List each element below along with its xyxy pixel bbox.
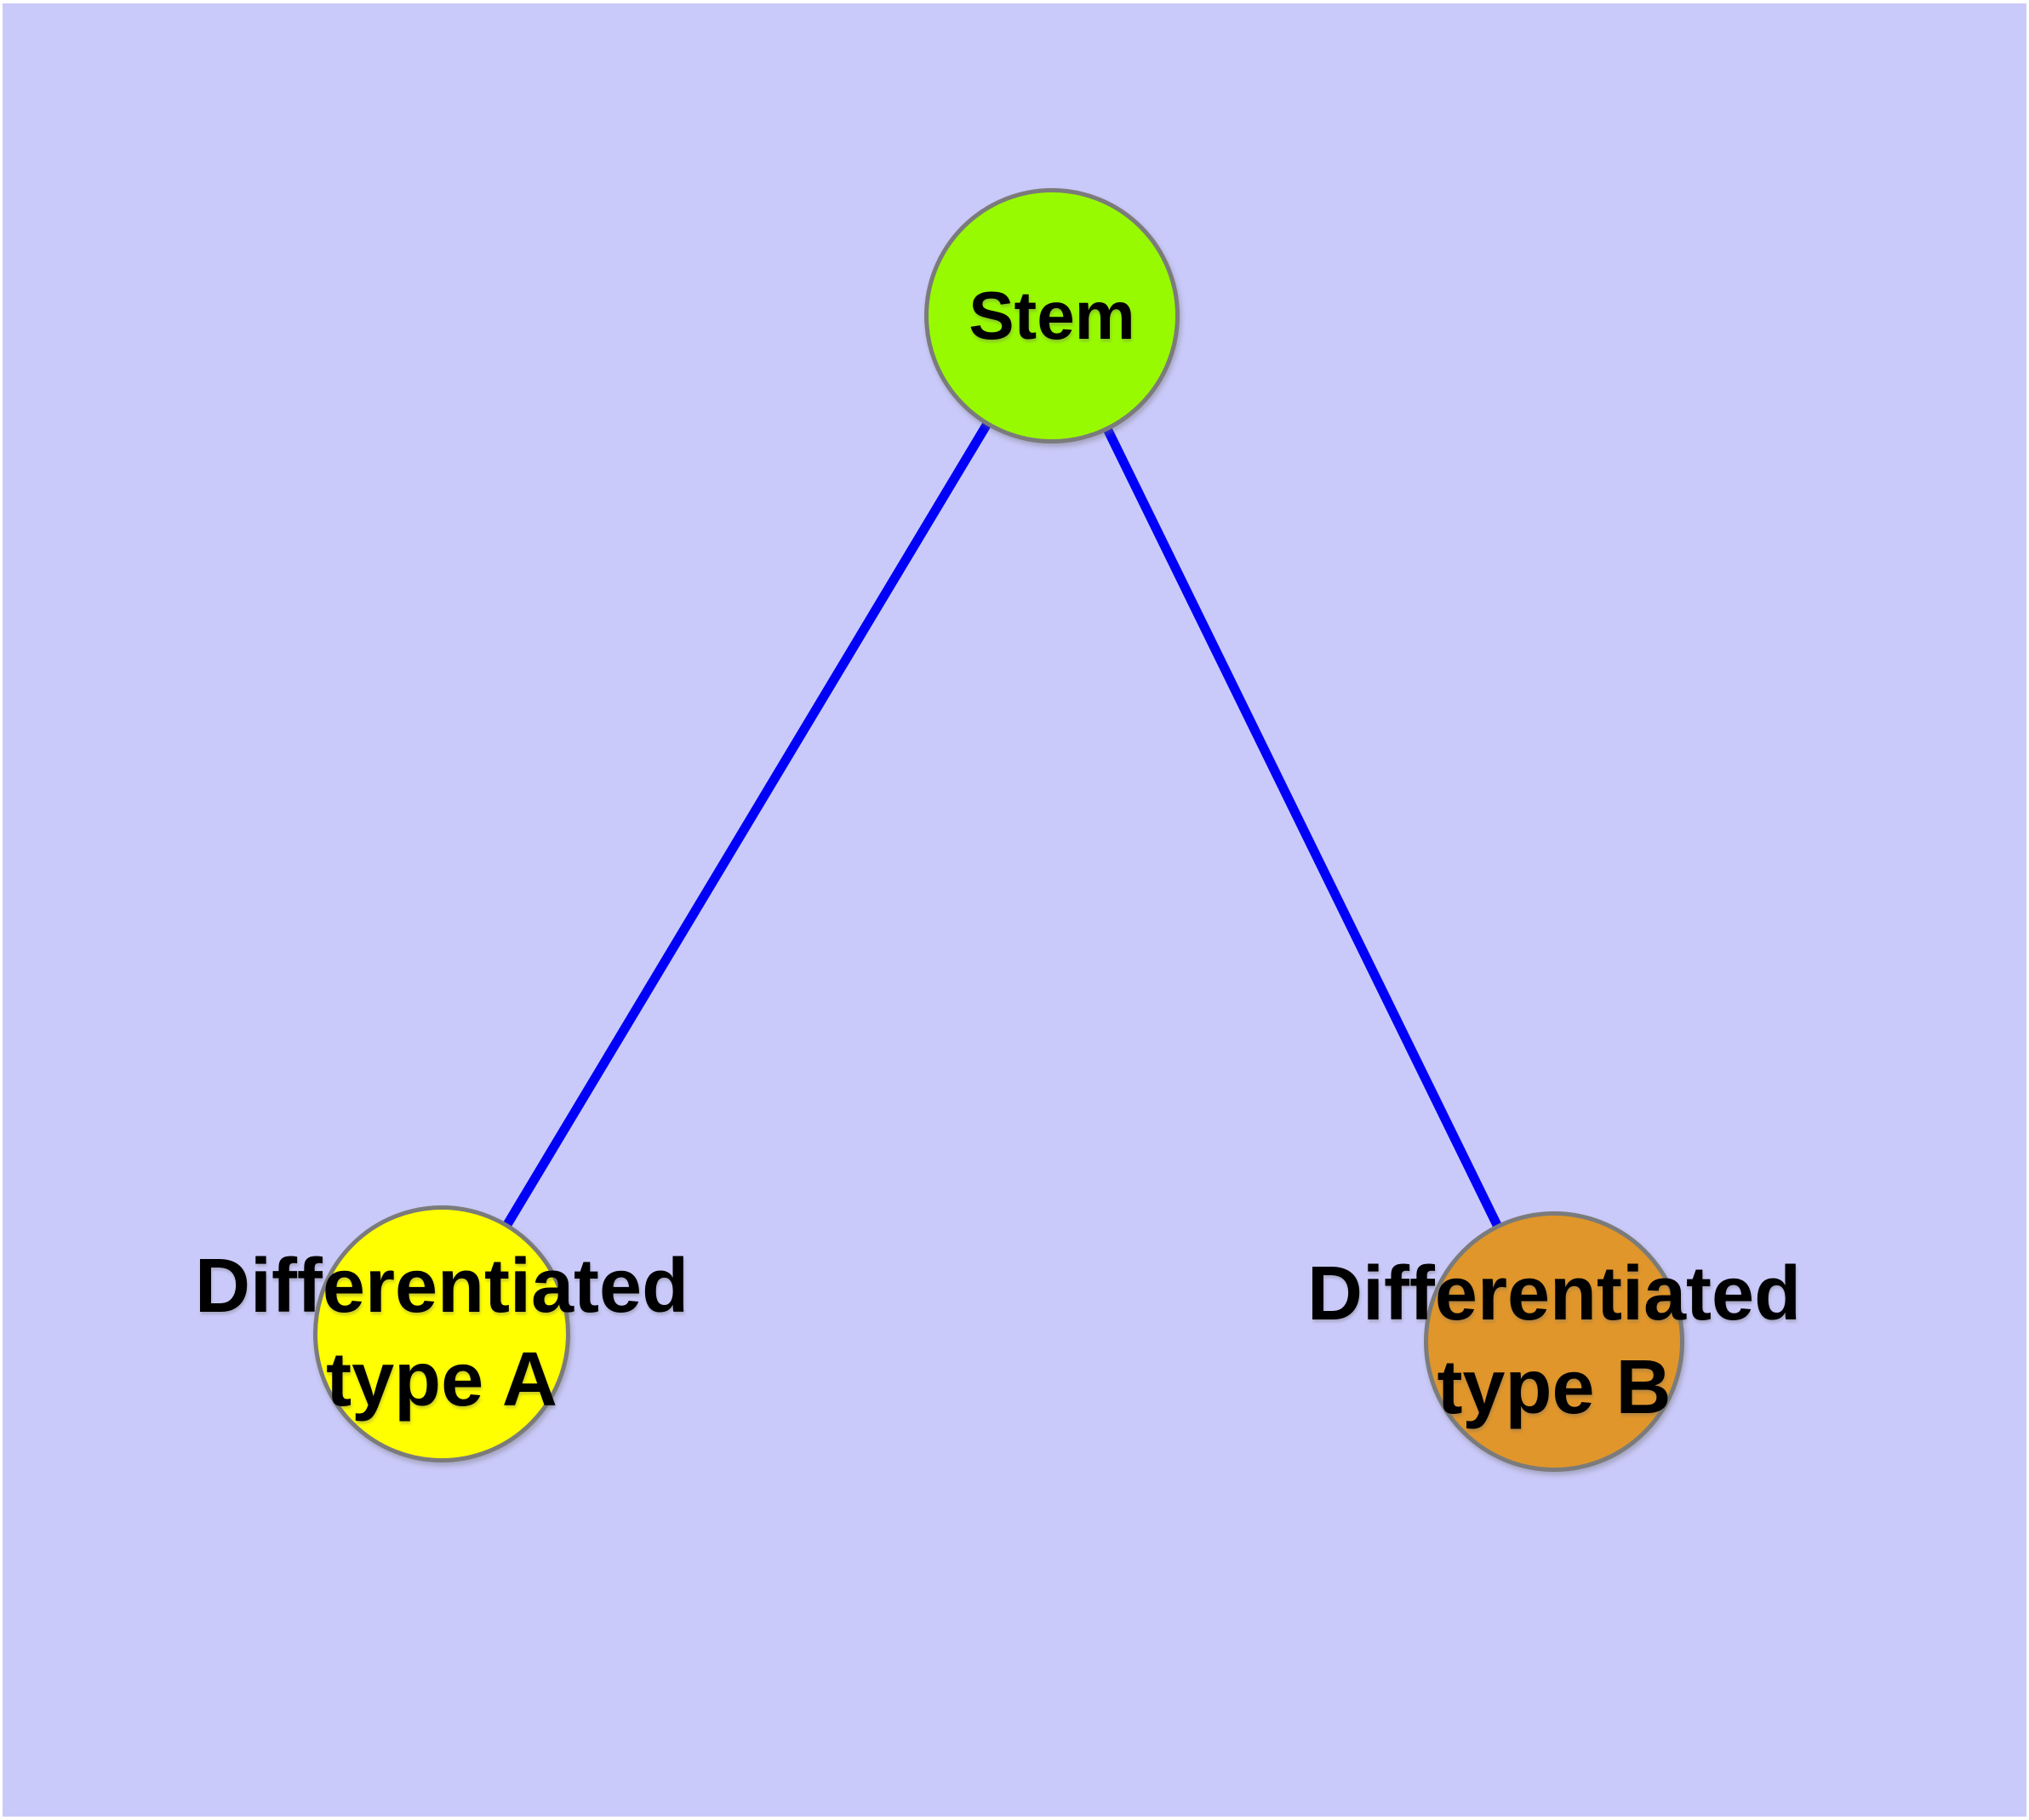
node-label-line: Stem — [969, 278, 1135, 354]
node-label-line: Differentiated — [1306, 1251, 1802, 1337]
node-stem: Stem — [924, 188, 1180, 444]
node-label-line: type B — [1437, 1345, 1672, 1430]
edge-stem-to-differentiated-type-b — [1048, 313, 1558, 1344]
node-label-line: type A — [326, 1337, 557, 1422]
node-label-line: Differentiated — [194, 1244, 689, 1330]
edge-stem-to-differentiated-type-a — [437, 313, 1056, 1336]
node-label-stem: Stem — [969, 274, 1135, 358]
